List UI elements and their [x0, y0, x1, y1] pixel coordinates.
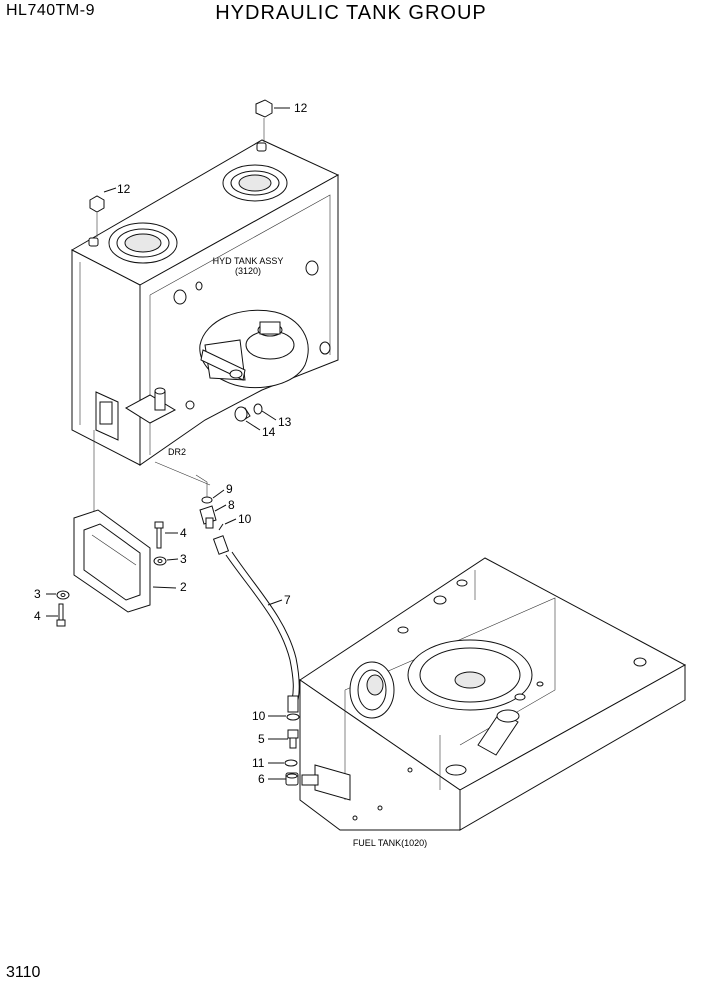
nut-6: [268, 772, 299, 786]
callout-14: 14: [262, 425, 276, 439]
bracket-2: [73, 509, 177, 613]
callout-8: 8: [228, 498, 235, 512]
callout-5: 5: [258, 732, 265, 746]
page-number: 3110: [6, 964, 41, 981]
fuel-tank: [299, 557, 687, 831]
callout-9: 9: [226, 482, 233, 496]
adapter-5: [268, 729, 299, 749]
model-number: HL740TM-9: [6, 2, 95, 19]
hyd-tank-assy-ref: (3120): [235, 266, 261, 276]
callout-3-upper: 3: [180, 552, 187, 566]
hydraulic-tank: [70, 139, 340, 520]
callout-10-upper: 10: [238, 512, 252, 526]
callout-10-lower: 10: [252, 709, 266, 723]
callout-2: 2: [180, 580, 187, 594]
callout-12-left: 12: [117, 182, 131, 196]
drain-mark-label: DR2: [168, 447, 186, 457]
oring-11: [268, 759, 298, 767]
oring-10-lower: [268, 713, 300, 721]
bolt-4-upper: [154, 521, 178, 549]
oring-9: [195, 474, 225, 504]
adapter-8: [199, 504, 227, 529]
hose-7: [212, 535, 300, 713]
cap-12-top: [255, 99, 290, 142]
oring-10-upper: [218, 518, 237, 531]
callout-6: 6: [258, 772, 265, 786]
callout-12-top: 12: [294, 101, 308, 115]
washer-3-upper: [153, 556, 179, 566]
callout-13: 13: [278, 415, 292, 429]
callout-4-lower: 4: [34, 609, 41, 623]
hyd-tank-assy-label: HYD TANK ASSY: [213, 256, 284, 266]
plug-14-oring-13: [234, 403, 277, 431]
callout-4-upper: 4: [180, 526, 187, 540]
bolt-4-lower: [46, 603, 66, 627]
callout-3-lower: 3: [34, 587, 41, 601]
callout-7: 7: [284, 593, 291, 607]
cap-12-left: [89, 187, 117, 237]
page-title: HYDRAULIC TANK GROUP: [215, 2, 487, 24]
fuel-tank-label: FUEL TANK(1020): [353, 838, 427, 848]
washer-3-lower: [46, 590, 70, 600]
callout-11: 11: [252, 756, 265, 770]
